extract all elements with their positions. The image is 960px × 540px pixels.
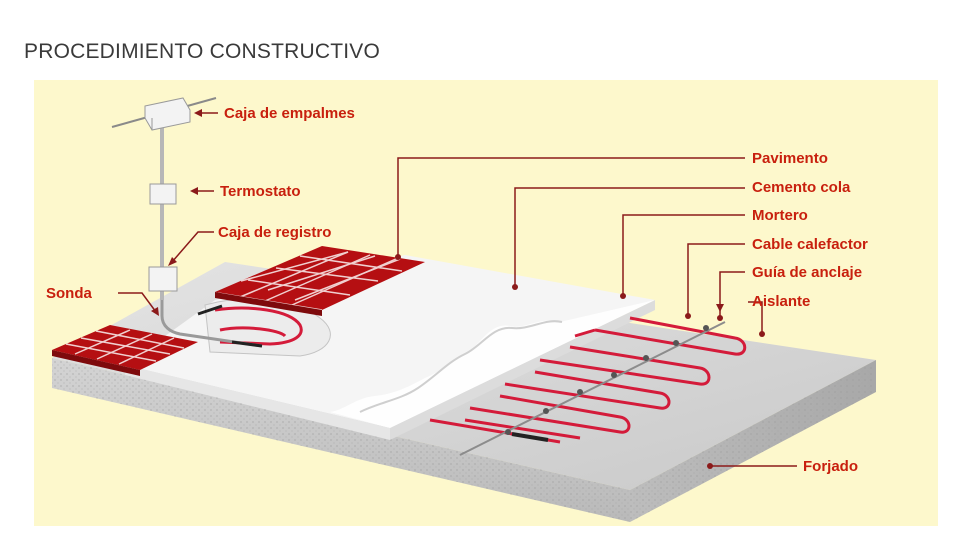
termostato-box (149, 183, 177, 205)
label-termostato: Termostato (220, 183, 301, 200)
label-cable-calefactor: Cable calefactor (752, 236, 868, 253)
label-mortero: Mortero (752, 207, 808, 224)
label-pavimento: Pavimento (752, 150, 828, 167)
sonda-probe (160, 300, 263, 348)
page-title: PROCEDIMIENTO CONSTRUCTIVO (24, 40, 380, 63)
leader-lines (118, 112, 797, 467)
leader-dots (395, 254, 765, 469)
tiles-upper (215, 246, 425, 316)
guia-anclaje (459, 321, 726, 456)
label-guia-anclaje: Guía de anclaje (752, 264, 862, 281)
label-aislante: Aislante (752, 293, 810, 310)
label-forjado: Forjado (803, 458, 858, 475)
label-caja-registro: Caja de registro (218, 224, 331, 241)
caja-empalmes-box (144, 97, 191, 131)
label-caja-empalmes: Caja de empalmes (224, 105, 355, 122)
caja-registro-box (148, 266, 178, 292)
label-sonda: Sonda (46, 285, 92, 302)
conduit-and-boxes (111, 97, 217, 300)
label-cemento-cola: Cemento cola (752, 179, 851, 196)
tiles-lower (52, 325, 198, 376)
leader-arrowheads (151, 109, 724, 316)
